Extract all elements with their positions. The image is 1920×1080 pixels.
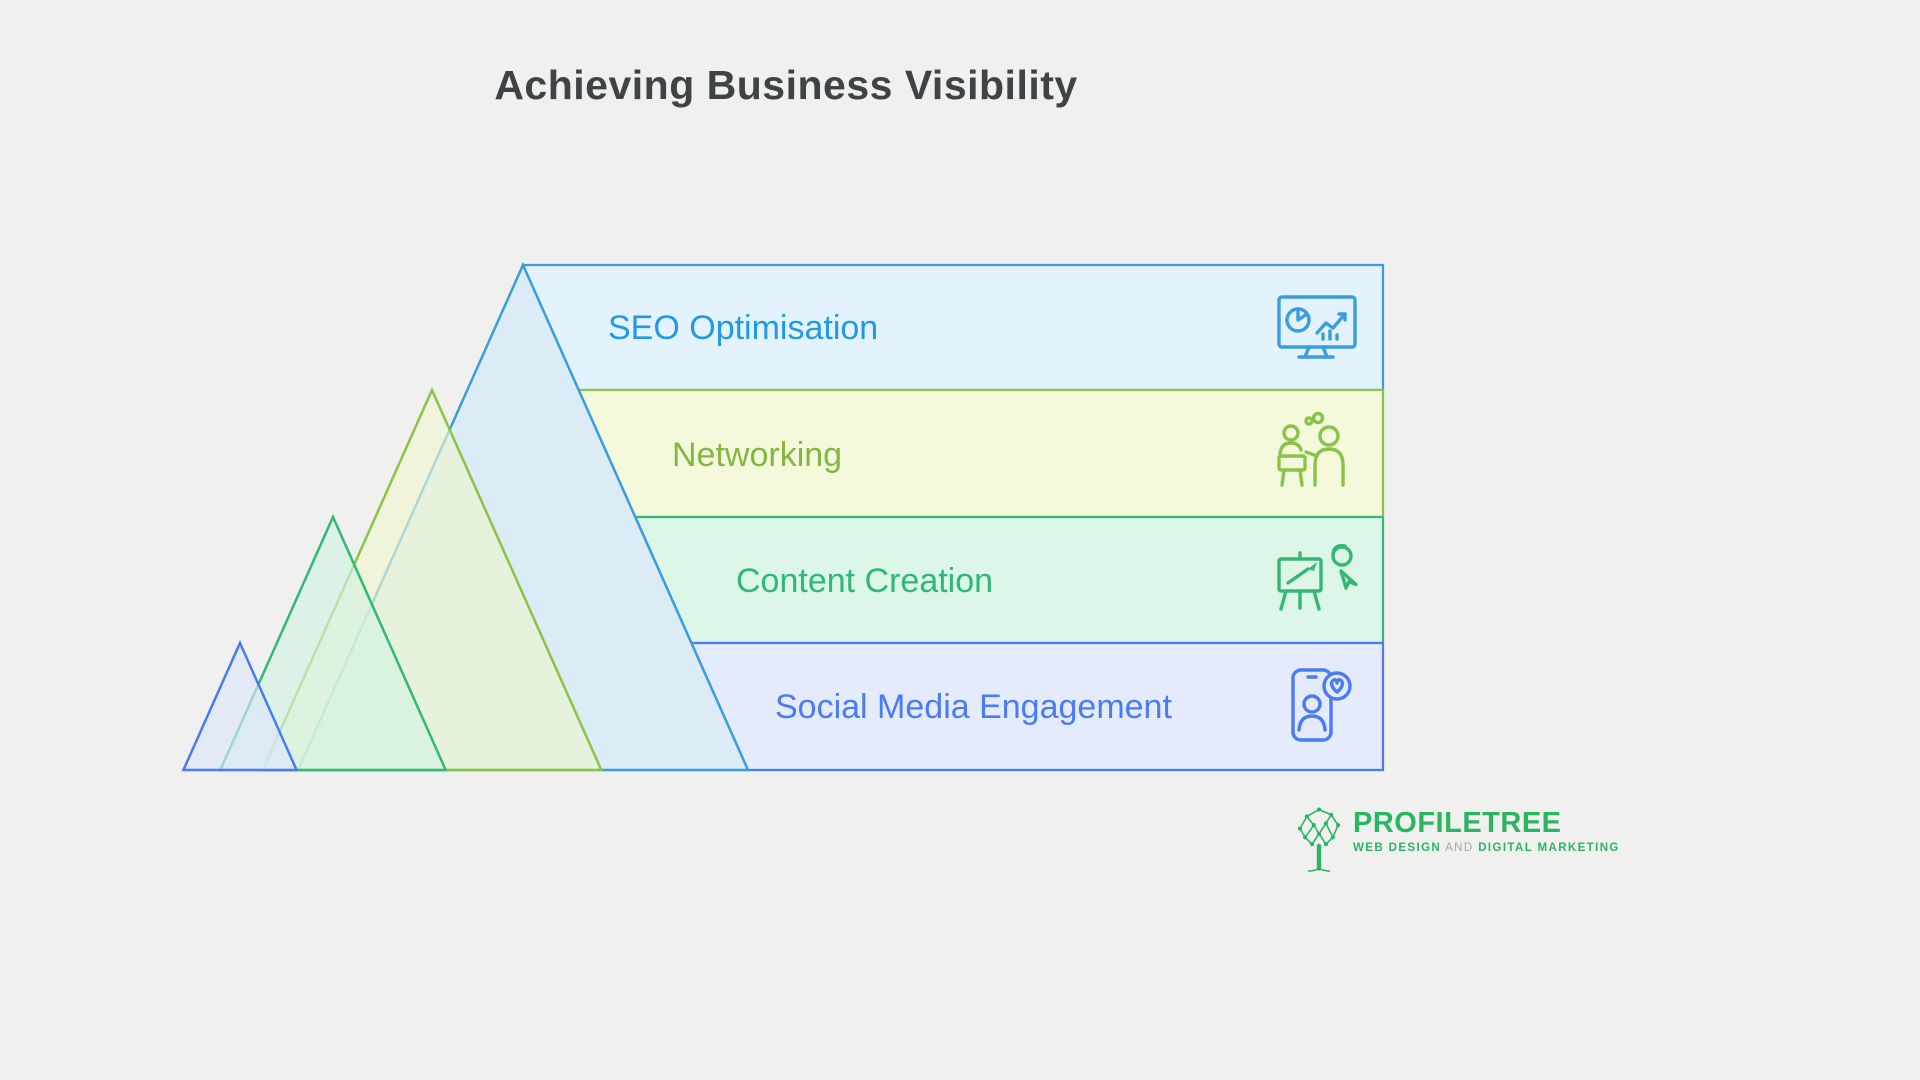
layer-label-networking: Networking — [672, 436, 843, 474]
layer-label-content-creation: Content Creation — [736, 562, 994, 600]
logo-name: PROFILETREE — [1353, 807, 1562, 839]
profiletree-logo: PROFILETREE WEB DESIGN AND DIGITAL MARKE… — [1293, 800, 1620, 878]
tagline-and: AND — [1445, 842, 1474, 854]
tagline-digital-marketing: DIGITAL MARKETING — [1478, 842, 1620, 854]
monitor-analytics-icon — [1277, 295, 1357, 359]
page-title: Achieving Business Visibility — [494, 62, 1078, 108]
triangle-content — [218, 513, 448, 772]
layer-label-seo: SEO Optimisation — [608, 309, 879, 347]
easel-content-icon — [1277, 543, 1358, 611]
phone-engagement-icon — [1291, 668, 1352, 742]
tree-network-icon — [1297, 807, 1341, 872]
people-networking-icon — [1277, 411, 1345, 487]
logo-tagline: WEB DESIGN AND DIGITAL MARKETING — [1353, 842, 1620, 854]
tagline-web-design: WEB DESIGN — [1353, 842, 1442, 854]
triangle-social — [181, 639, 299, 772]
logo-text-block: PROFILETREE WEB DESIGN AND DIGITAL MARKE… — [1353, 800, 1620, 854]
layer-label-social-media: Social Media Engagement — [775, 688, 1172, 726]
